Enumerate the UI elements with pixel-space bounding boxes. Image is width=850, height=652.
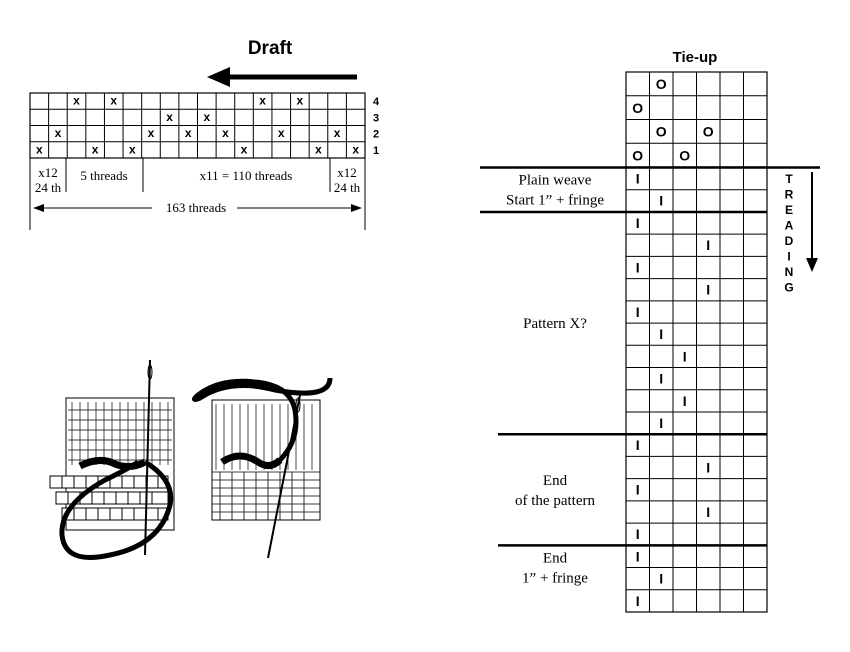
section-middle-threads: x11 = 110 threads: [200, 168, 293, 183]
treadle-mark: I: [636, 259, 640, 275]
threading-mark: x: [334, 126, 341, 140]
threading-mark: x: [278, 126, 285, 140]
treadle-mark: I: [636, 548, 640, 564]
threading-mark: x: [315, 142, 322, 156]
section-right-threads: 24 th: [334, 180, 361, 195]
threading-mark: x: [73, 94, 80, 108]
treading-letter: E: [785, 203, 793, 217]
treadle-mark: I: [636, 526, 640, 542]
draft-section-labels: x12 24 th 5 threads x11 = 110 threads x1…: [29, 158, 366, 230]
treading-letter: I: [787, 250, 790, 264]
total-threads-label: 163 threads: [166, 200, 226, 215]
shaft-number: 3: [373, 112, 379, 124]
threading-mark: x: [110, 94, 117, 108]
shaft-numbers: 4 3 2 1: [373, 96, 380, 157]
treadle-mark: I: [706, 459, 710, 475]
tieup-mark: O: [656, 76, 667, 92]
treadle-mark: I: [659, 415, 663, 431]
tieup-title: Tie-up: [673, 49, 718, 66]
threading-mark: x: [148, 126, 155, 140]
treading-letter: D: [785, 234, 794, 248]
threading-mark: x: [259, 94, 266, 108]
tieup-mark: O: [679, 147, 690, 163]
treadle-mark: I: [659, 326, 663, 342]
shaft-number: 2: [373, 129, 379, 141]
total-width-arrow: [33, 204, 362, 212]
treading-letter: T: [785, 172, 793, 186]
treadle-mark: I: [636, 171, 640, 187]
treading-letter: R: [785, 188, 794, 202]
threading-mark: x: [129, 142, 136, 156]
embroidery-stitch-illustrations: [49, 359, 333, 560]
section-left-count: x12: [38, 165, 58, 180]
treading-letter: N: [785, 265, 794, 279]
section-left-threads: 24 th: [35, 180, 62, 195]
treadle-mark: I: [659, 371, 663, 387]
draft-direction-arrow: [207, 67, 357, 87]
treadle-mark: I: [636, 593, 640, 609]
threading-mark: x: [241, 142, 248, 156]
treadle-mark: I: [636, 304, 640, 320]
threading-mark: x: [222, 126, 229, 140]
treadling-group-label: Pattern X?: [523, 316, 587, 332]
threading-mark: x: [166, 110, 173, 124]
draft-title: Draft: [248, 38, 293, 59]
tieup-mark: O: [656, 124, 667, 140]
treadle-mark: I: [659, 571, 663, 587]
treadle-mark: I: [706, 282, 710, 298]
treadle-mark: I: [659, 193, 663, 209]
treadle-mark: I: [683, 348, 687, 364]
shaft-number: 1: [373, 145, 379, 157]
threading-mark: x: [352, 142, 359, 156]
treadle-mark: I: [706, 237, 710, 253]
threading-mark: x: [55, 126, 62, 140]
treading-letter: G: [784, 281, 793, 295]
treadle-mark: I: [683, 393, 687, 409]
threading-mark: x: [297, 94, 304, 108]
tieup-mark: O: [632, 147, 643, 163]
treadle-mark: I: [636, 482, 640, 498]
treadle-mark: I: [706, 504, 710, 520]
treadling-dividers: [480, 166, 820, 547]
treadle-mark: I: [636, 215, 640, 231]
threading-mark: x: [203, 110, 210, 124]
tieup-mark: O: [703, 124, 714, 140]
treading-direction-arrow: [806, 172, 818, 272]
threading-mark: x: [185, 126, 192, 140]
stitch-illustration-right: [192, 377, 333, 559]
tieup-mark: O: [632, 100, 643, 116]
shaft-number: 4: [373, 96, 380, 108]
section-right-count: x12: [337, 165, 357, 180]
treading-letter: A: [785, 219, 794, 233]
section-start-threads: 5 threads: [80, 168, 127, 183]
treadle-mark: I: [636, 437, 640, 453]
threading-mark: x: [92, 142, 99, 156]
stitch-illustration-left: [49, 359, 175, 560]
threading-mark: x: [36, 142, 43, 156]
